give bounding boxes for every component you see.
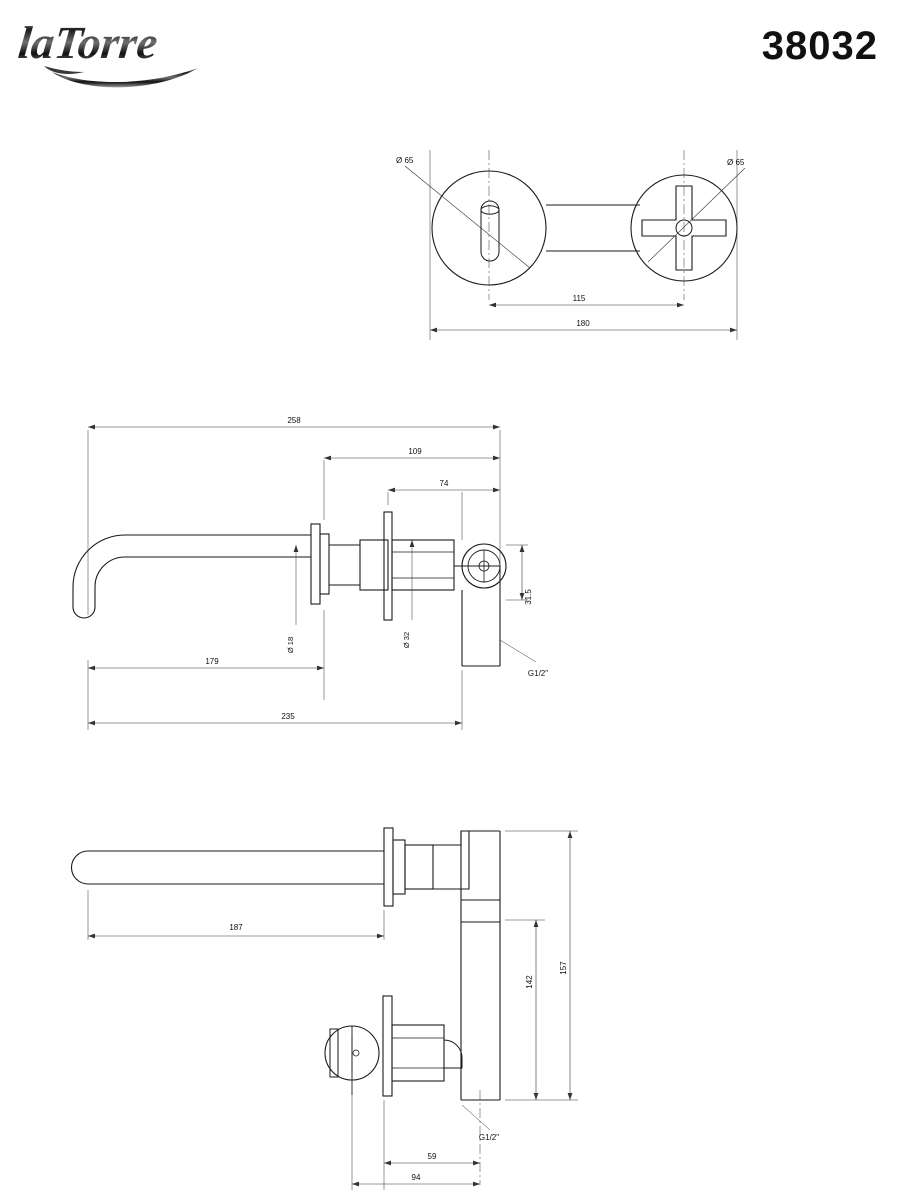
dim-g12-side: G1/2"	[528, 669, 548, 678]
brand-logo: laTorre	[18, 10, 228, 95]
side-view	[72, 424, 537, 730]
dim-115: 115	[573, 294, 586, 303]
dim-235: 235	[281, 712, 295, 721]
top-view	[404, 150, 746, 340]
dim-diam-65-right: Ø 65	[727, 158, 745, 167]
front-view	[70, 827, 578, 1190]
dim-258: 258	[287, 416, 301, 425]
dim-109: 109	[408, 447, 422, 456]
dim-157: 157	[559, 961, 568, 975]
dim-179: 179	[205, 657, 219, 666]
model-number: 38032	[761, 24, 878, 68]
dim-59: 59	[428, 1152, 437, 1161]
svg-text:laTorre: laTorre	[18, 17, 160, 68]
dim-diam-32: Ø 32	[402, 632, 411, 648]
dim-142: 142	[525, 975, 534, 989]
dim-g12-front: G1/2"	[479, 1133, 499, 1142]
dim-74: 74	[440, 479, 449, 488]
dim-diam-18: Ø 18	[286, 637, 295, 653]
dim-31-5: 31.5	[524, 589, 533, 605]
dim-187: 187	[229, 923, 243, 932]
brand-logo-wordmark: laTorre	[18, 17, 198, 88]
dim-180: 180	[576, 319, 590, 328]
dim-94: 94	[412, 1173, 421, 1182]
dim-diam-65-left: Ø 65	[396, 156, 414, 165]
